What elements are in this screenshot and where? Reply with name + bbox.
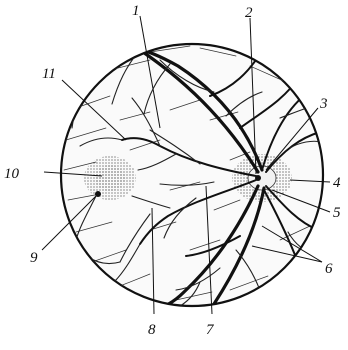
label-11: 11 xyxy=(42,66,56,82)
label-3: 3 xyxy=(319,96,328,112)
label-9: 9 xyxy=(30,250,38,266)
label-10: 10 xyxy=(4,166,20,182)
label-4: 4 xyxy=(333,175,341,191)
label-7: 7 xyxy=(206,322,215,338)
label-1: 1 xyxy=(132,3,140,19)
macula xyxy=(84,156,136,200)
label-8: 8 xyxy=(148,322,156,338)
label-6: 6 xyxy=(325,261,333,277)
label-2: 2 xyxy=(245,5,253,21)
label-5: 5 xyxy=(333,205,341,221)
